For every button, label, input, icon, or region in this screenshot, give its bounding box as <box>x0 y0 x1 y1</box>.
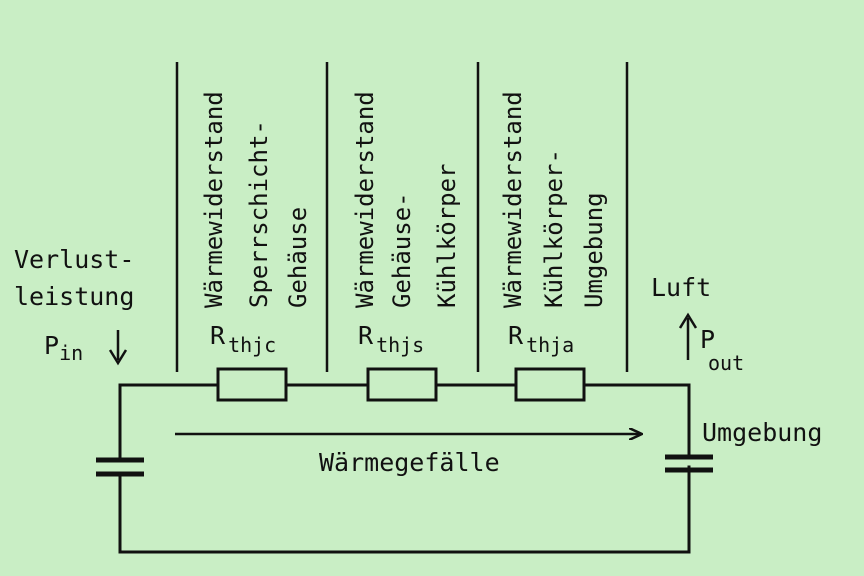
column-3-line1: Wärmewiderstand <box>499 91 527 308</box>
capacitor-left <box>96 457 144 477</box>
column-1-line1: Wärmewiderstand <box>200 91 228 308</box>
loss-label-line1: Verlust- <box>14 245 134 274</box>
capacitor-right <box>665 454 713 473</box>
column-2-line1: Wärmewiderstand <box>351 91 379 308</box>
air-label: Luft <box>651 273 711 302</box>
input-power-label: Verlust- leistung Pin <box>14 245 134 366</box>
arrow-up-icon <box>678 312 698 360</box>
top-wire <box>118 383 691 457</box>
column-3-line2: Kühlkörper- <box>540 149 568 308</box>
circuit <box>96 367 713 554</box>
column-1-line3: Gehäuse <box>284 207 312 308</box>
column-2-title: Wärmewiderstand Gehäuse- Kühlkörper <box>351 91 461 308</box>
column-3-title: Wärmewiderstand Kühlkörper- Umgebung <box>499 91 608 308</box>
column-3-line3: Umgebung <box>580 192 608 308</box>
p-in-symbol: Pin <box>44 331 83 365</box>
resistor-thjs <box>366 367 438 402</box>
bottom-wire <box>118 465 691 554</box>
heat-gradient: Wärmegefälle <box>175 434 641 477</box>
resistor-thjc <box>216 367 288 402</box>
column-1-title: Wärmewiderstand Sperrschicht- Gehäuse <box>200 91 312 308</box>
column-2-line3: Kühlkörper <box>433 164 461 309</box>
loss-label-line2: leistung <box>14 282 134 311</box>
column-2-line2: Gehäuse- <box>388 192 416 308</box>
arrow-down-icon <box>108 330 128 366</box>
column-separators <box>175 62 629 372</box>
ambient-label: Umgebung <box>702 418 822 447</box>
column-1-line2: Sperrschicht- <box>245 120 273 308</box>
heat-gradient-label: Wärmegefälle <box>319 448 500 477</box>
resistor-thja <box>514 367 586 402</box>
